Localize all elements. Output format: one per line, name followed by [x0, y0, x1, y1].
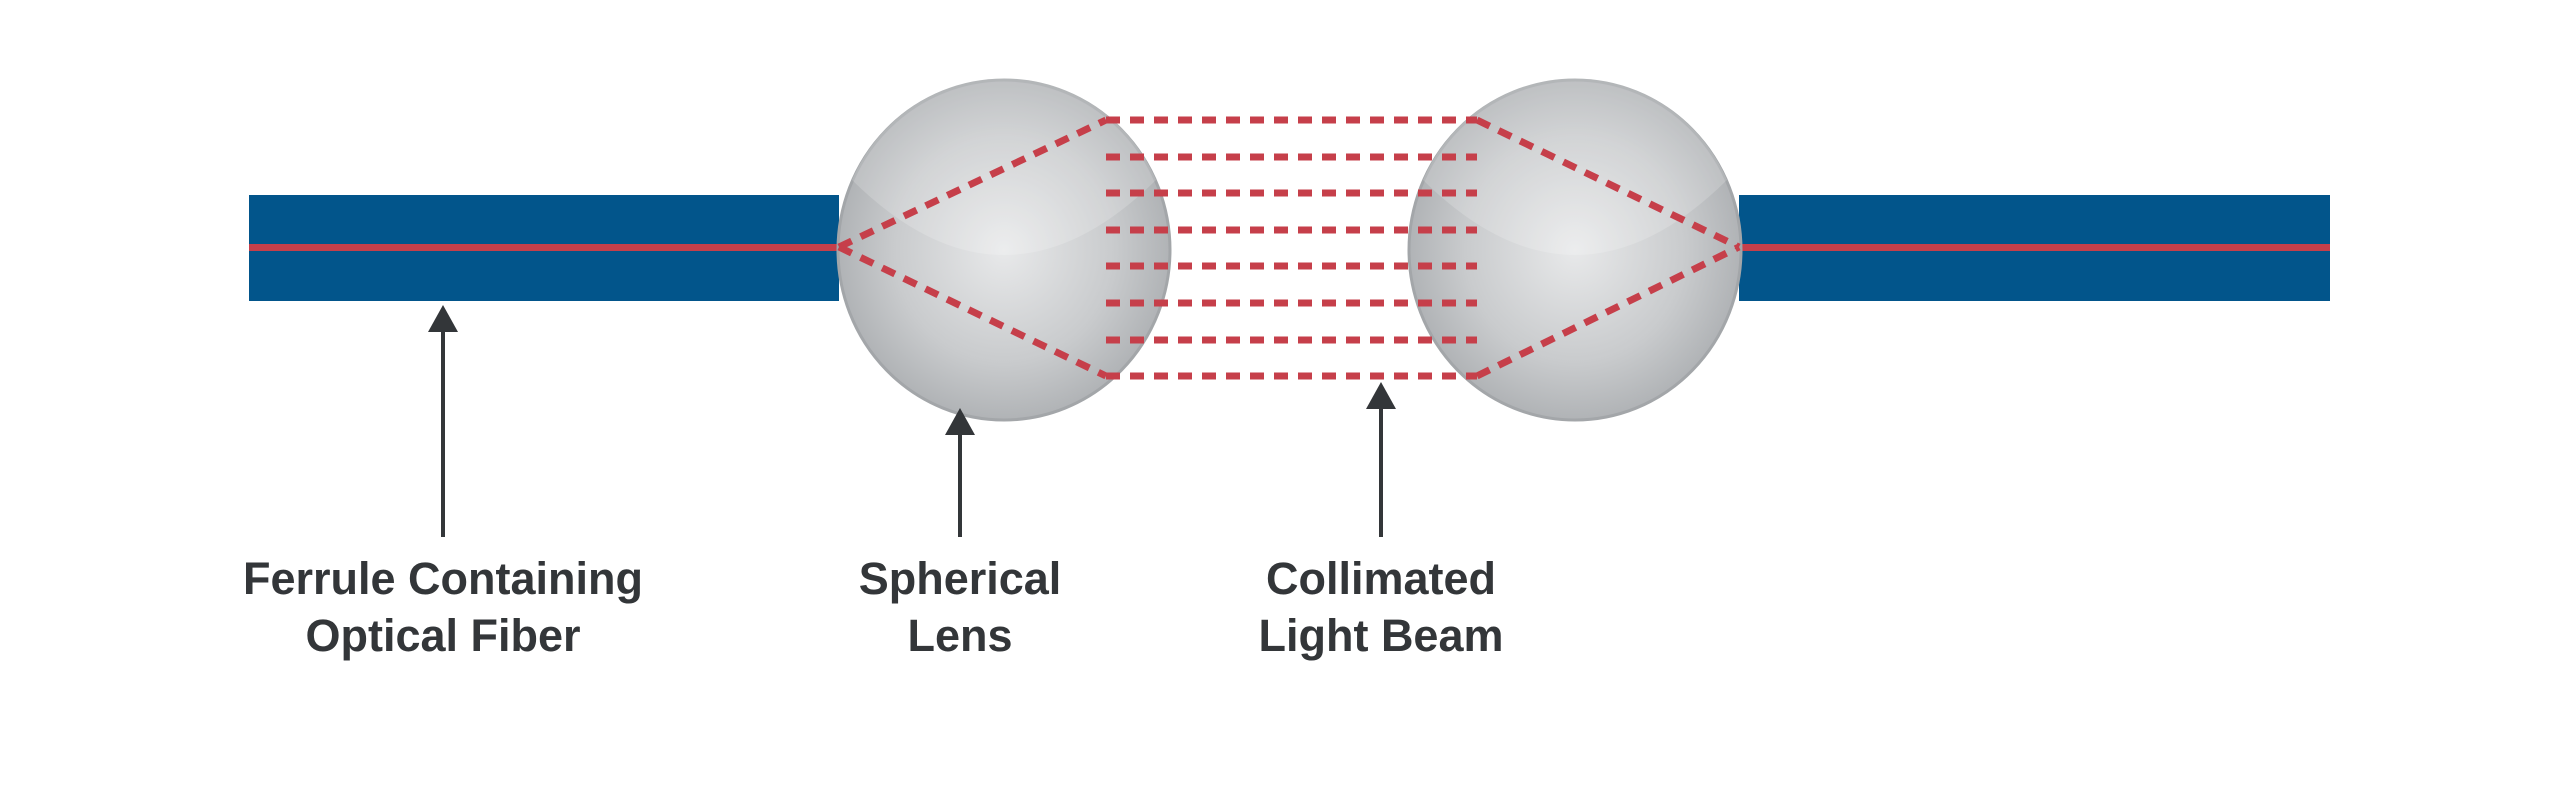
arrow-head-icon: [1366, 382, 1396, 409]
ferrule-label-line2: Optical Fiber: [305, 610, 580, 661]
right-spherical-lens: [1407, 78, 1743, 422]
left-ferrule: [249, 195, 839, 301]
lens-arrow: [945, 408, 975, 537]
lens-label-line1: Spherical: [859, 553, 1062, 604]
beam-label-line2: Light Beam: [1258, 610, 1503, 661]
left-fiber-core: [249, 244, 839, 251]
ferrule-arrow: [428, 305, 458, 537]
left-spherical-lens: [836, 78, 1172, 422]
right-ferrule: [1739, 195, 2330, 301]
beam-arrow: [1366, 382, 1396, 537]
right-fiber-core: [1739, 244, 2330, 251]
arrow-head-icon: [428, 305, 458, 332]
arrow-head-icon: [945, 408, 975, 435]
ferrule-label-line1: Ferrule Containing: [243, 553, 643, 604]
beam-label-line1: Collimated: [1266, 553, 1496, 604]
collimated-light-beam: [837, 116, 1741, 380]
lens-label-line2: Lens: [907, 610, 1012, 661]
